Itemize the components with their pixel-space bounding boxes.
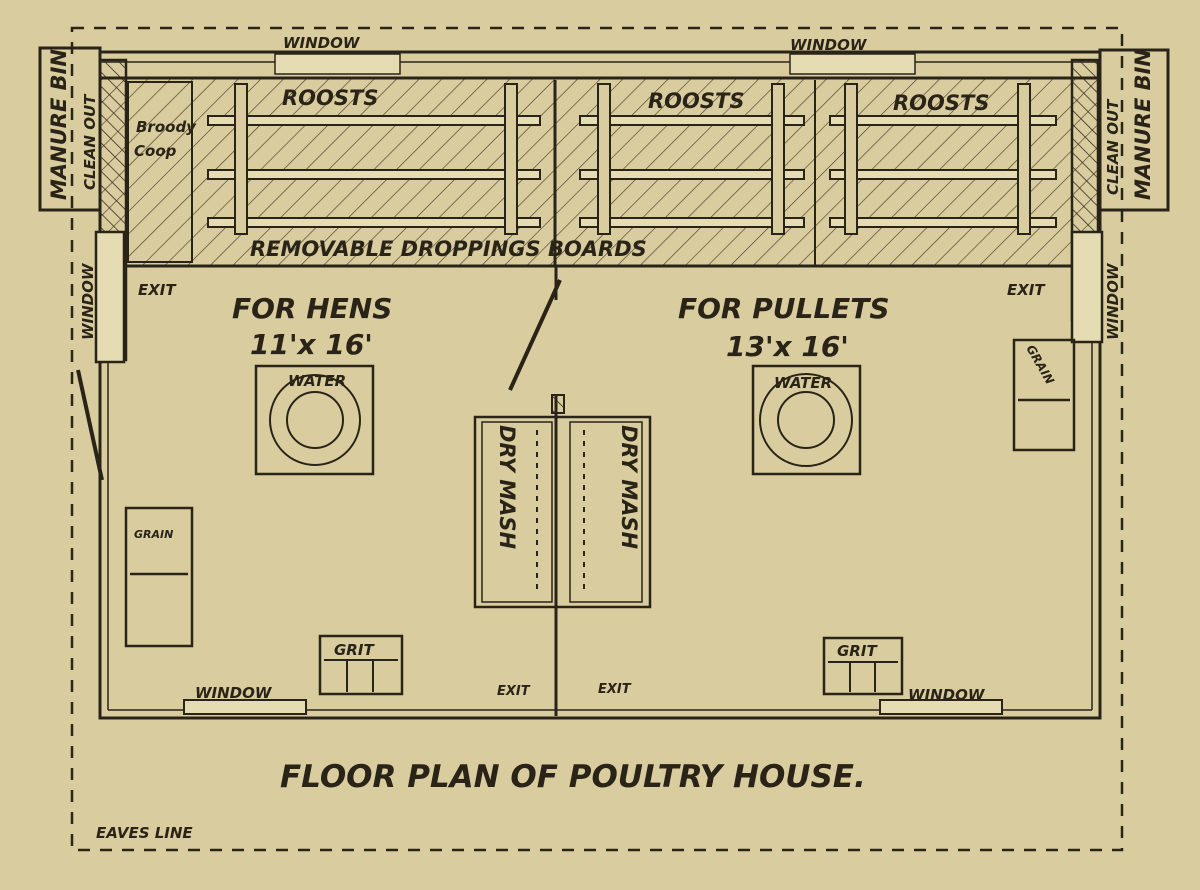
roosts-label-3: ROOSTS (893, 91, 989, 115)
clean-out-label-left: CLEAN OUT (81, 93, 99, 190)
exit-label-right: EXIT (1007, 281, 1046, 299)
roost-bars (207, 115, 1057, 228)
hens-label: FOR HENS (232, 292, 392, 325)
coop-label: Coop (134, 142, 177, 160)
pullets-label: FOR PULLETS (678, 292, 890, 325)
top-wall (98, 50, 1102, 80)
water-label-hens: WATER (288, 372, 346, 390)
dry-mash-label-left: DRY MASH (495, 425, 519, 549)
grain-label-left: GRAIN (134, 528, 173, 541)
clean-out-label-right: CLEAN OUT (1104, 98, 1122, 195)
side-window-label-right: WINDOW (1104, 262, 1122, 340)
bottom-window-label-left: WINDOW (195, 684, 273, 702)
dry-mash-label-right: DRY MASH (617, 425, 641, 549)
manure-bin-label-right: MANURE BIN (1131, 49, 1155, 200)
water-label-pullets: WATER (774, 374, 832, 392)
exit-label-bottom-left: EXIT (497, 684, 531, 699)
exit-label-bottom-right: EXIT (598, 682, 632, 697)
eaves-outline (70, 26, 1124, 852)
roosts-label-2: ROOSTS (648, 89, 744, 113)
pullets-size: 13'x 16' (726, 330, 849, 363)
figure-title: FLOOR PLAN OF POULTRY HOUSE. (280, 759, 866, 795)
water-fountain-pullets (751, 364, 862, 476)
broody-label: Broody (136, 118, 197, 136)
hens-size: 11'x 16' (250, 328, 373, 361)
roosts-label-1: ROOSTS (282, 86, 378, 110)
top-window-label-right: WINDOW (790, 36, 868, 54)
eaves-line-label: EAVES LINE (96, 824, 193, 842)
grain-hopper-left (124, 506, 194, 648)
exit-label-left: EXIT (138, 281, 177, 299)
manure-bin-label-left: MANURE BIN (47, 49, 71, 200)
broody-coop (127, 81, 193, 263)
grit-box-pullets (822, 636, 904, 696)
grit-box-hens (318, 634, 404, 696)
top-window-label-left: WINDOW (283, 34, 361, 52)
side-window-label-left: WINDOW (79, 262, 97, 340)
dry-mash-hoppers (473, 415, 652, 609)
grain-label-right: GRAIN (1023, 343, 1057, 387)
bottom-window-label-right: WINDOW (908, 686, 986, 704)
dropping-boards-label: REMOVABLE DROPPINGS BOARDS (250, 237, 647, 261)
grit-label-pullets: GRIT (837, 642, 878, 660)
grain-hopper-right (1012, 338, 1076, 452)
grit-label-hens: GRIT (334, 641, 375, 659)
main-floor-walls (98, 264, 1102, 720)
water-fountain-hens (254, 364, 375, 476)
